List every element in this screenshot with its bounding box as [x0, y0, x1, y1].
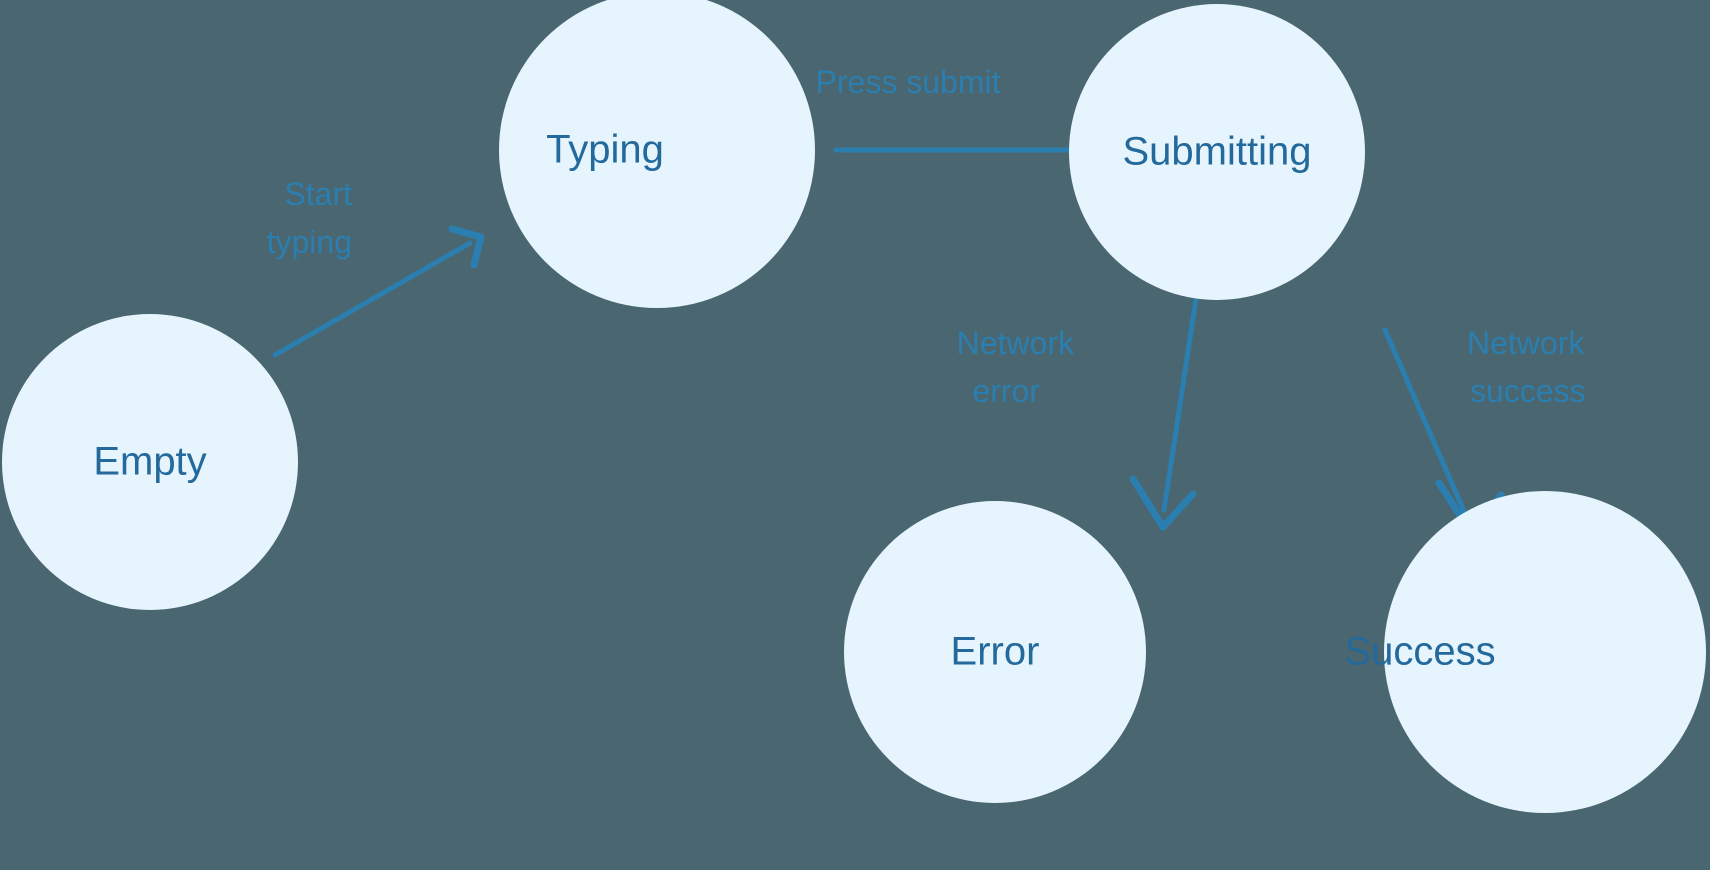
node-submitting-label: Submitting [1123, 130, 1312, 174]
node-error-label: Error [951, 630, 1040, 674]
edge-submitting-to-error-arrowhead [1129, 475, 1197, 531]
edge-label-press-submit: Press submit [816, 64, 1001, 100]
edge-submitting-to-success-line [1382, 327, 1470, 521]
node-submitting[interactable]: Submitting [1069, 4, 1365, 300]
node-error[interactable]: Error [844, 501, 1146, 803]
edge-empty-to-typing-line [272, 240, 473, 358]
edge-typing-to-submitting: Press submit [816, 64, 1151, 181]
node-success-label: Success [1344, 630, 1495, 674]
edge-empty-to-typing-arrowhead [448, 225, 485, 269]
node-empty[interactable]: Empty [2, 314, 298, 610]
node-typing-label: Typing [546, 128, 664, 172]
node-typing[interactable]: Typing [499, 0, 815, 308]
edge-label-network-success-line2: success [1470, 373, 1586, 409]
edge-label-network-error-line2: error [972, 373, 1040, 409]
edge-submitting-to-error-line [1161, 296, 1199, 513]
node-submitting-circle[interactable] [1069, 4, 1365, 300]
edge-label-start-typing-line1: Start [284, 176, 352, 212]
edge-label-network-success-line1: Network [1467, 325, 1585, 361]
edge-submitting-to-success: Network success [1382, 325, 1586, 538]
node-success-circle[interactable] [1384, 491, 1706, 813]
node-error-circle[interactable] [844, 501, 1146, 803]
node-empty-circle[interactable] [2, 314, 298, 610]
node-success[interactable]: Success [1344, 491, 1706, 813]
node-typing-circle[interactable] [499, 0, 815, 308]
edge-empty-to-typing: Start typing [267, 176, 485, 358]
edge-submitting-to-error: Network error [957, 296, 1199, 531]
edge-label-network-error-line1: Network [957, 325, 1075, 361]
edge-label-start-typing-line2: typing [267, 224, 352, 260]
node-empty-label: Empty [93, 440, 206, 484]
